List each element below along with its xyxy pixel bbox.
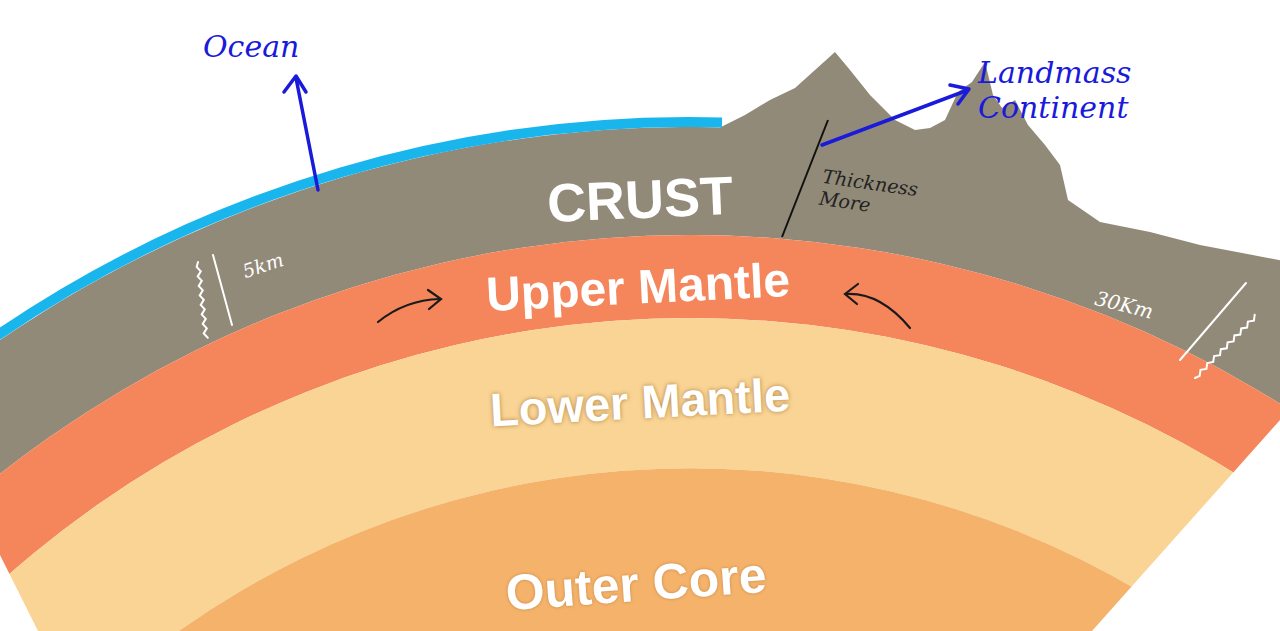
flow-arrow xyxy=(378,299,440,322)
ocean-water xyxy=(0,122,722,337)
ocean-arrow xyxy=(296,78,318,190)
layer-name: CRUST xyxy=(546,164,735,234)
depth-line xyxy=(1180,283,1246,360)
handwritten-note: Landmass Continent xyxy=(978,56,1178,125)
depth-marks xyxy=(197,255,1255,378)
landmass-arrowhead xyxy=(950,85,969,104)
depth-line xyxy=(213,255,232,325)
flow-arrowhead xyxy=(845,284,858,304)
flow-arrowhead xyxy=(428,290,441,309)
depth-wave xyxy=(1195,315,1255,378)
depth-wave xyxy=(197,262,208,338)
flow-arrow xyxy=(846,294,910,328)
landmass-arrow xyxy=(822,90,968,145)
thickness-line xyxy=(782,120,828,237)
ocean-arrowhead xyxy=(284,76,306,92)
flow-arrows xyxy=(378,284,910,328)
band-fill xyxy=(0,468,1280,631)
handwritten-note: Ocean xyxy=(203,30,299,65)
